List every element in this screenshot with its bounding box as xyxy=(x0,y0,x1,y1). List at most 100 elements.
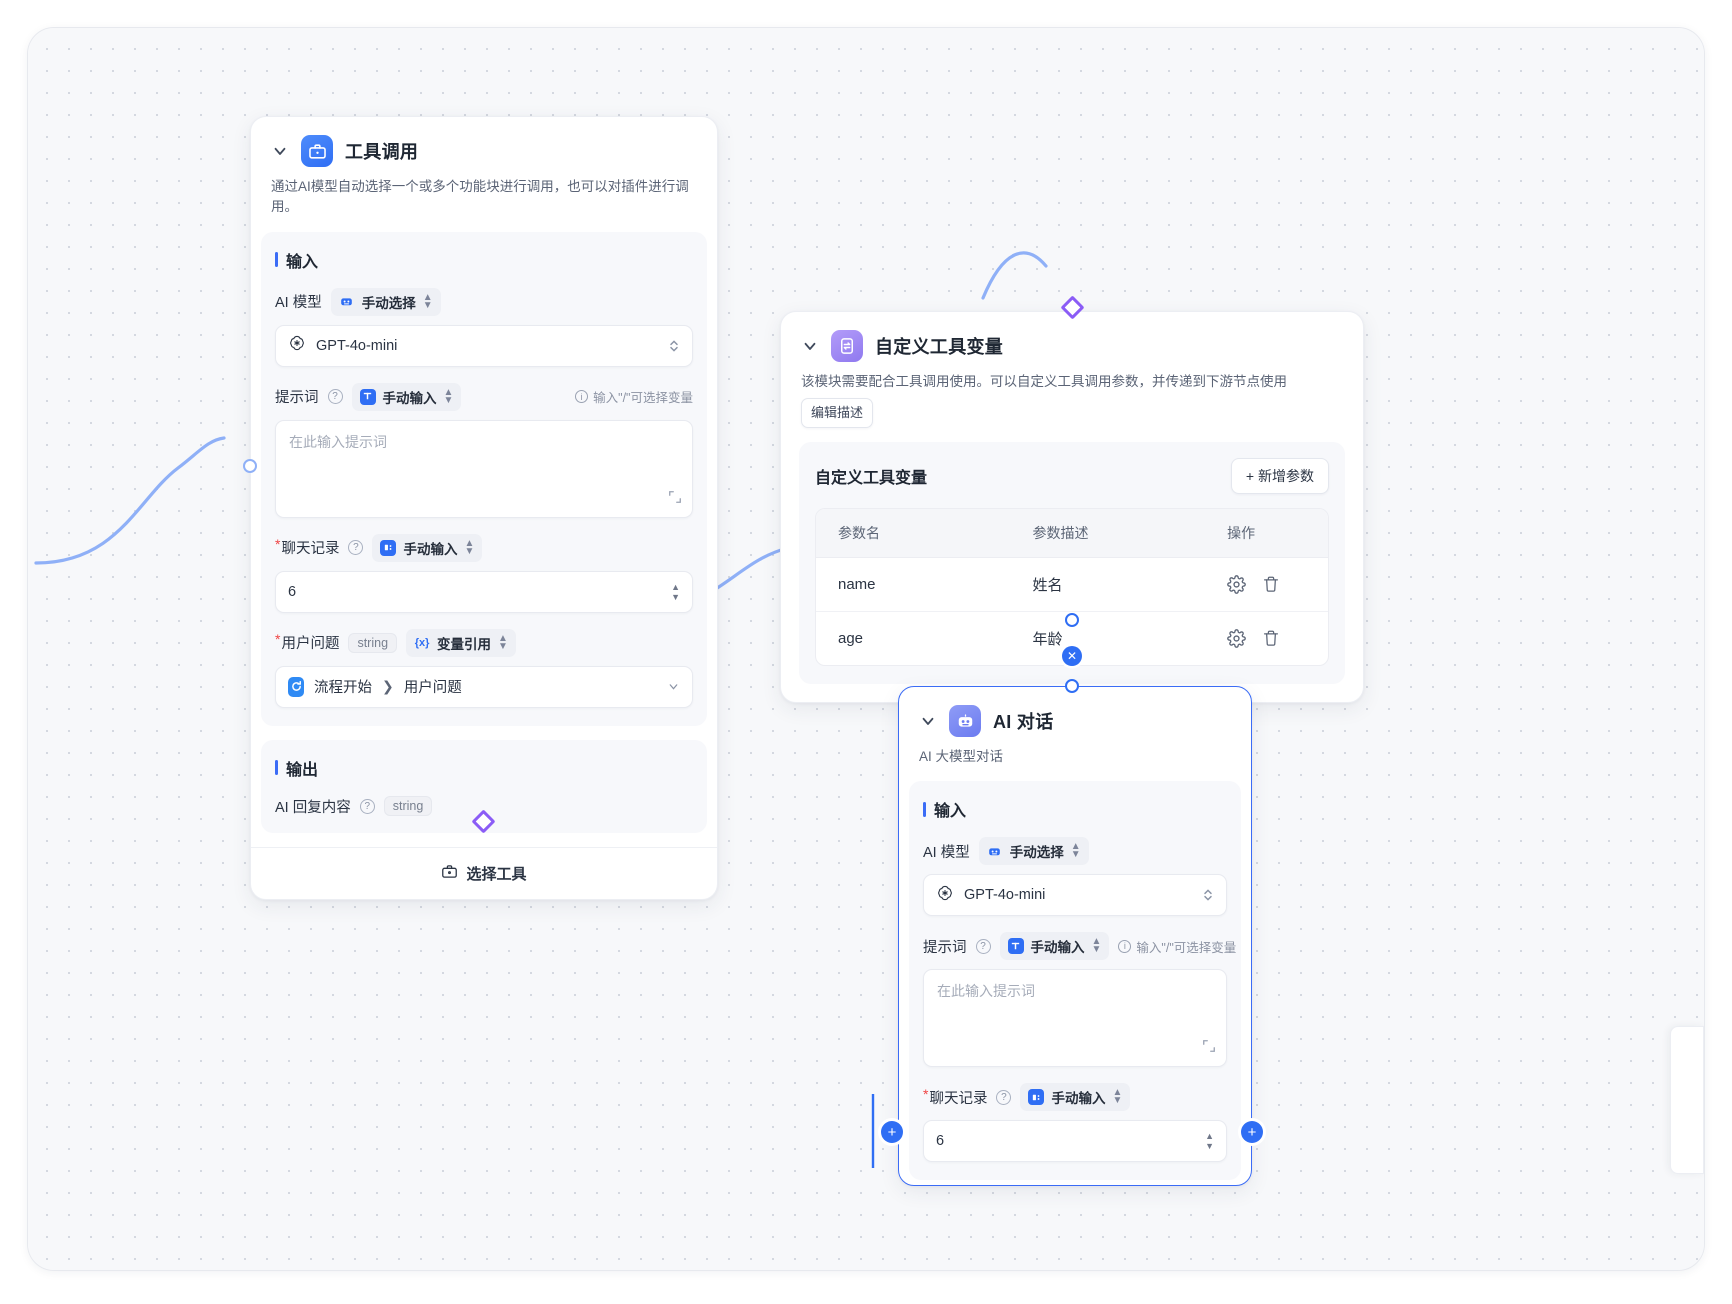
question-mark-icon[interactable]: ? xyxy=(327,389,343,404)
node-header: 自定义工具变量 该模块需要配合工具调用使用。可以自定义工具调用参数，并传递到下游… xyxy=(781,312,1363,428)
toolbox-outline-icon xyxy=(441,863,458,884)
stepper-down-icon: ▼ xyxy=(671,591,680,602)
node-tool-call-input-port[interactable] xyxy=(243,459,257,473)
field-chat-history: *聊天记录 ? 手动输入 ▲▼ 6 xyxy=(275,533,693,613)
question-mark-icon[interactable]: ? xyxy=(975,938,991,954)
swap-variable-icon xyxy=(831,330,863,362)
chevron-updown-icon: ▲▼ xyxy=(422,291,433,311)
chat-history-input[interactable]: 6 ▲▼ xyxy=(923,1120,1227,1163)
prompt-textarea[interactable]: 在此输入提示词 xyxy=(275,419,693,518)
chevron-down-icon[interactable] xyxy=(271,142,289,160)
table-row: name 姓名 xyxy=(816,558,1328,612)
user-question-mode-select[interactable]: {x} 变量引用 ▲▼ xyxy=(406,628,516,657)
user-question-ref-node: 流程开始 xyxy=(314,680,372,696)
stepper-up-icon: ▲ xyxy=(671,581,680,592)
node-description-text: AI 大模型对话 xyxy=(919,749,1004,764)
question-mark-icon[interactable]: ? xyxy=(996,1089,1012,1105)
prompt-mode-label: 手动输入 xyxy=(1030,940,1085,956)
input-section-title: 输入 xyxy=(923,797,1227,821)
chat-history-mode-select[interactable]: 手动输入 ▲▼ xyxy=(372,533,483,562)
workflow-canvas[interactable]: 工具调用 通过AI模型自动选择一个或多个功能块进行调用，也可以对插件进行调用。 … xyxy=(28,28,1704,1270)
gear-icon[interactable] xyxy=(1227,574,1246,594)
node-description: 该模块需要配合工具调用使用。可以自定义工具调用参数，并传递到下游节点使用 编辑描… xyxy=(801,372,1343,428)
info-icon: i xyxy=(575,390,589,403)
cell-param-desc: 姓名 xyxy=(1010,558,1206,612)
chat-history-value: 6 xyxy=(288,583,297,600)
field-prompt: 提示词 ? 手动输入 ▲▼ i 输入"/"可选择 xyxy=(275,382,693,518)
chevron-down-icon[interactable] xyxy=(801,337,819,355)
field-prompt: 提示词 ? 手动输入 ▲▼ i 输入"/"可选择 xyxy=(923,932,1236,1068)
trash-icon[interactable] xyxy=(1262,575,1280,593)
node-title: 自定义工具变量 xyxy=(875,337,1004,357)
prompt-hint: i 输入"/"可选择变量 xyxy=(1118,937,1236,956)
gear-icon[interactable] xyxy=(1227,628,1246,648)
ai-model-value-select[interactable]: GPT-4o-mini xyxy=(923,874,1227,917)
ai-model-value-select[interactable]: GPT-4o-mini xyxy=(275,324,693,367)
parameter-table: 参数名 参数描述 操作 name 姓名 xyxy=(815,507,1329,666)
node-header: 工具调用 通过AI模型自动选择一个或多个功能块进行调用，也可以对插件进行调用。 xyxy=(251,117,717,218)
table-row: age 年龄 xyxy=(816,612,1328,665)
prompt-textarea[interactable]: 在此输入提示词 xyxy=(923,969,1227,1068)
openai-logo-icon xyxy=(936,884,954,907)
required-marker: * xyxy=(275,536,281,552)
chevron-right-icon: ❯ xyxy=(382,678,394,694)
chevron-updown-icon: ▲▼ xyxy=(498,632,508,652)
node-description-text: 通过AI模型自动选择一个或多个功能块进行调用，也可以对插件进行调用。 xyxy=(271,179,689,215)
edit-description-button[interactable]: 编辑描述 xyxy=(801,398,874,428)
right-scroll-handle[interactable] xyxy=(1670,1026,1704,1174)
node-tool-call[interactable]: 工具调用 通过AI模型自动选择一个或多个功能块进行调用，也可以对插件进行调用。 … xyxy=(250,116,718,900)
stepper-up-icon: ▲ xyxy=(1205,1131,1214,1142)
flow-start-icon xyxy=(288,676,304,697)
chat-history-mode-label: 手动输入 xyxy=(1051,1091,1106,1107)
robot-icon xyxy=(987,843,1003,859)
input-section: 输入 AI 模型 手动选择 ▲▼ xyxy=(261,231,707,726)
chat-history-mode-select[interactable]: 手动输入 ▲▼ xyxy=(1020,1083,1131,1112)
cell-param-name: age xyxy=(838,629,864,647)
prompt-mode-select[interactable]: 手动输入 ▲▼ xyxy=(351,382,462,411)
chevron-updown-icon xyxy=(668,338,680,354)
question-mark-icon[interactable]: ? xyxy=(348,540,364,555)
node-custom-tool-variable[interactable]: 自定义工具变量 该模块需要配合工具调用使用。可以自定义工具调用参数，并传递到下游… xyxy=(780,311,1364,703)
table-header-row: 参数名 参数描述 操作 xyxy=(816,508,1328,558)
node-ai-chat-input-port[interactable] xyxy=(1065,679,1079,693)
row-actions xyxy=(1227,574,1328,594)
row-actions xyxy=(1227,628,1328,648)
chat-history-input[interactable]: 6 ▲▼ xyxy=(275,570,693,613)
prompt-mode-select[interactable]: 手动输入 ▲▼ xyxy=(999,932,1110,961)
field-user-question: *用户问题 string {x} 变量引用 ▲▼ xyxy=(275,628,693,708)
node-custom-tool-variable-output-port[interactable] xyxy=(1065,613,1079,627)
column-header-actions: 操作 xyxy=(1205,508,1328,558)
variable-icon: {x} xyxy=(414,636,430,649)
chevron-updown-icon: ▲▼ xyxy=(1112,1087,1123,1107)
add-parameter-button[interactable]: + 新增参数 xyxy=(1230,457,1329,494)
chat-history-label: *聊天记录 xyxy=(275,536,340,557)
chevron-updown-icon xyxy=(1202,887,1214,903)
chevron-down-icon[interactable] xyxy=(919,712,937,730)
number-stepper[interactable]: ▲▼ xyxy=(671,581,680,602)
ai-model-mode-select[interactable]: 手动选择 ▲▼ xyxy=(978,837,1089,866)
delete-edge-button[interactable]: ✕ xyxy=(1062,646,1082,666)
add-node-right-button[interactable]: + xyxy=(1241,1121,1263,1143)
number-stepper[interactable]: ▲▼ xyxy=(1205,1131,1214,1151)
select-tool-button[interactable]: 选择工具 xyxy=(251,846,717,899)
required-marker: * xyxy=(923,1085,929,1102)
user-question-variable-select[interactable]: 流程开始 ❯ 用户问题 xyxy=(275,665,693,708)
node-ai-chat[interactable]: AI 对话 AI 大模型对话 输入 AI 模型 xyxy=(898,686,1252,1186)
toolbox-icon xyxy=(301,135,333,167)
trash-icon[interactable] xyxy=(1262,629,1280,647)
expand-icon[interactable] xyxy=(668,490,682,509)
prompt-label: 提示词 xyxy=(923,939,967,956)
output-label: AI 回复内容 xyxy=(275,799,351,816)
chat-history-value: 6 xyxy=(936,1133,945,1150)
field-chat-history: *聊天记录 ? 手动输入 ▲▼ 6 xyxy=(923,1083,1227,1163)
user-question-type-chip: string xyxy=(348,632,398,653)
ai-model-mode-select[interactable]: 手动选择 ▲▼ xyxy=(330,287,441,316)
expand-icon[interactable] xyxy=(1202,1039,1216,1058)
node-description: AI 大模型对话 xyxy=(919,747,1231,767)
user-question-ref-field: 用户问题 xyxy=(403,680,462,696)
add-node-left-button[interactable]: + xyxy=(881,1121,903,1143)
prompt-placeholder: 在此输入提示词 xyxy=(289,433,387,450)
question-mark-icon[interactable]: ? xyxy=(359,798,375,814)
cell-param-name: name xyxy=(816,558,1011,612)
